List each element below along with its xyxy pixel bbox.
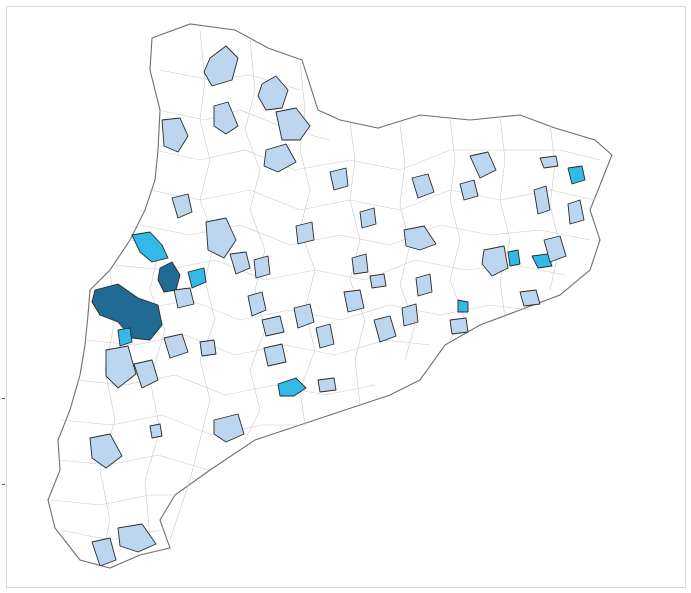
muni-high-1 xyxy=(91,283,163,341)
muni-low-2 xyxy=(257,75,289,111)
muni-low-34 xyxy=(315,323,335,349)
muni-low-18 xyxy=(459,179,479,201)
muni-low-8 xyxy=(205,217,237,259)
muni-low-42 xyxy=(149,423,163,439)
muni-low-11 xyxy=(247,291,267,317)
muni-low-15 xyxy=(329,167,349,191)
muni-low-23 xyxy=(543,235,567,263)
muni-low-22 xyxy=(567,199,585,225)
muni-low-3 xyxy=(161,117,189,153)
muni-low-39 xyxy=(105,345,137,389)
muni-low-44 xyxy=(117,523,157,553)
muni-mid-7 xyxy=(457,299,469,313)
municipalities-low xyxy=(89,45,585,567)
municipalities-mid xyxy=(117,165,586,397)
muni-low-31 xyxy=(401,303,419,327)
muni-low-14 xyxy=(295,221,315,245)
muni-low-10 xyxy=(253,255,271,279)
muni-low-45 xyxy=(91,537,117,567)
muni-low-33 xyxy=(519,289,541,307)
muni-low-28 xyxy=(415,273,433,297)
muni-low-38 xyxy=(199,339,217,357)
muni-mid-4 xyxy=(531,253,553,269)
muni-low-43 xyxy=(89,433,123,469)
municipalities-high xyxy=(91,261,181,341)
muni-low-36 xyxy=(317,377,337,393)
muni-mid-3 xyxy=(277,377,307,397)
muni-low-19 xyxy=(469,151,497,179)
muni-mid-6 xyxy=(567,165,586,185)
muni-low-29 xyxy=(343,289,365,313)
muni-low-27 xyxy=(369,273,387,289)
muni-low-46 xyxy=(173,287,195,309)
muni-low-5 xyxy=(275,107,311,141)
muni-low-17 xyxy=(411,173,435,199)
muni-low-41 xyxy=(213,413,245,443)
muni-mid-2 xyxy=(117,327,133,347)
muni-low-30 xyxy=(373,315,397,343)
muni-low-24 xyxy=(481,245,509,277)
muni-low-25 xyxy=(403,225,437,251)
muni-low-35 xyxy=(263,343,287,367)
muni-low-4 xyxy=(213,101,239,135)
muni-low-1 xyxy=(203,45,239,87)
muni-low-13 xyxy=(293,303,315,329)
muni-low-21 xyxy=(539,155,559,169)
municipal-boundaries xyxy=(51,29,601,566)
muni-mid-8 xyxy=(187,267,207,289)
muni-low-9 xyxy=(229,251,251,275)
muni-low-20 xyxy=(533,185,551,215)
muni-low-37 xyxy=(163,333,189,359)
muni-low-40 xyxy=(133,359,159,389)
muni-low-26 xyxy=(351,253,369,275)
muni-low-32 xyxy=(449,317,469,335)
edge-mark-upper xyxy=(2,398,5,399)
muni-mid-5 xyxy=(507,249,521,267)
muni-low-12 xyxy=(261,315,285,337)
muni-mid-1 xyxy=(131,231,169,263)
muni-low-7 xyxy=(171,193,193,219)
muni-low-16 xyxy=(359,207,377,229)
muni-low-6 xyxy=(263,143,297,173)
edge-mark-lower xyxy=(2,484,5,485)
